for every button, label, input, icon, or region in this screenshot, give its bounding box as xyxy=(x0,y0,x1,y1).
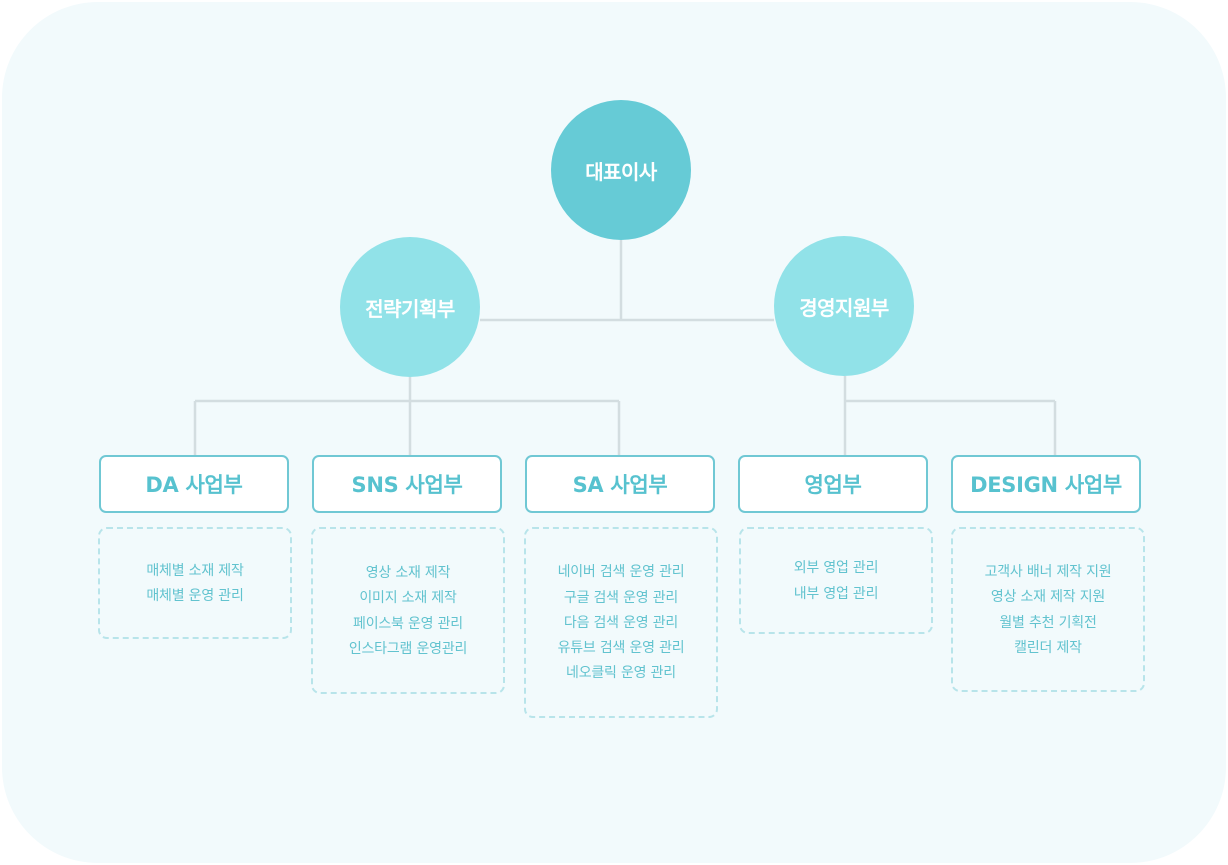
dept-box-sales: 영업부 xyxy=(738,455,928,513)
task-item: 네이버 검색 운영 관리 xyxy=(557,564,685,581)
task-item: 페이스북 운영 관리 xyxy=(353,615,463,632)
task-item: 네오클릭 운영 관리 xyxy=(566,665,676,682)
task-item: 영상 소재 제작 xyxy=(365,564,451,581)
dept-box-design: DESIGN 사업부 xyxy=(951,455,1141,513)
division-label-strategy: 전략기획부 xyxy=(365,296,455,321)
task-item: 인스타그램 운영관리 xyxy=(348,640,468,657)
dept-label-sales: 영업부 xyxy=(804,473,862,497)
task-item: 매체별 운영 관리 xyxy=(146,588,244,604)
task-box-sales: 외부 영업 관리 내부 영업 관리 xyxy=(739,527,933,634)
dept-label-sns: SNS 사업부 xyxy=(351,473,463,497)
task-item: 영상 소재 제작 지원 xyxy=(990,589,1106,606)
ceo-label: 대표이사 xyxy=(585,159,657,184)
dept-box-sns: SNS 사업부 xyxy=(312,455,502,513)
dept-box-sa: SA 사업부 xyxy=(525,455,715,513)
task-item: 내부 영업 관리 xyxy=(793,585,879,602)
dept-label-design: DESIGN 사업부 xyxy=(970,473,1122,497)
division-label-support: 경영지원부 xyxy=(799,295,889,320)
task-item: 캘린더 제작 xyxy=(1014,639,1082,656)
dept-label-sa: SA 사업부 xyxy=(572,473,668,497)
task-item: 매체별 소재 제작 xyxy=(146,562,244,579)
task-box-sa: 네이버 검색 운영 관리 구글 검색 운영 관리 다음 검색 운영 관리 유튜브… xyxy=(524,527,718,718)
ceo-node: 대표이사 xyxy=(551,100,691,240)
task-item: 외부 영업 관리 xyxy=(793,560,879,577)
task-item: 월별 추천 기획전 xyxy=(999,614,1097,631)
dept-box-da: DA 사업부 xyxy=(99,455,289,513)
task-item: 구글 검색 운영 관리 xyxy=(563,589,679,606)
dept-label-da: DA 사업부 xyxy=(145,473,243,497)
division-node-support: 경영지원부 xyxy=(774,236,914,376)
task-item: 유튜브 검색 운영 관리 xyxy=(557,640,685,657)
task-item: 이미지 소재 제작 xyxy=(359,590,457,607)
task-item: 다음 검색 운영 관리 xyxy=(563,614,679,631)
task-item: 고객사 배너 제작 지원 xyxy=(984,563,1112,580)
task-box-sns: 영상 소재 제작 이미지 소재 제작 페이스북 운영 관리 인스타그램 운영관리 xyxy=(311,527,505,694)
task-box-da: 매체별 소재 제작 매체별 운영 관리 xyxy=(98,527,292,639)
task-box-design: 고객사 배너 제작 지원 영상 소재 제작 지원 월별 추천 기획전 캘린더 제… xyxy=(951,527,1145,692)
division-node-strategy: 전략기획부 xyxy=(340,237,480,377)
